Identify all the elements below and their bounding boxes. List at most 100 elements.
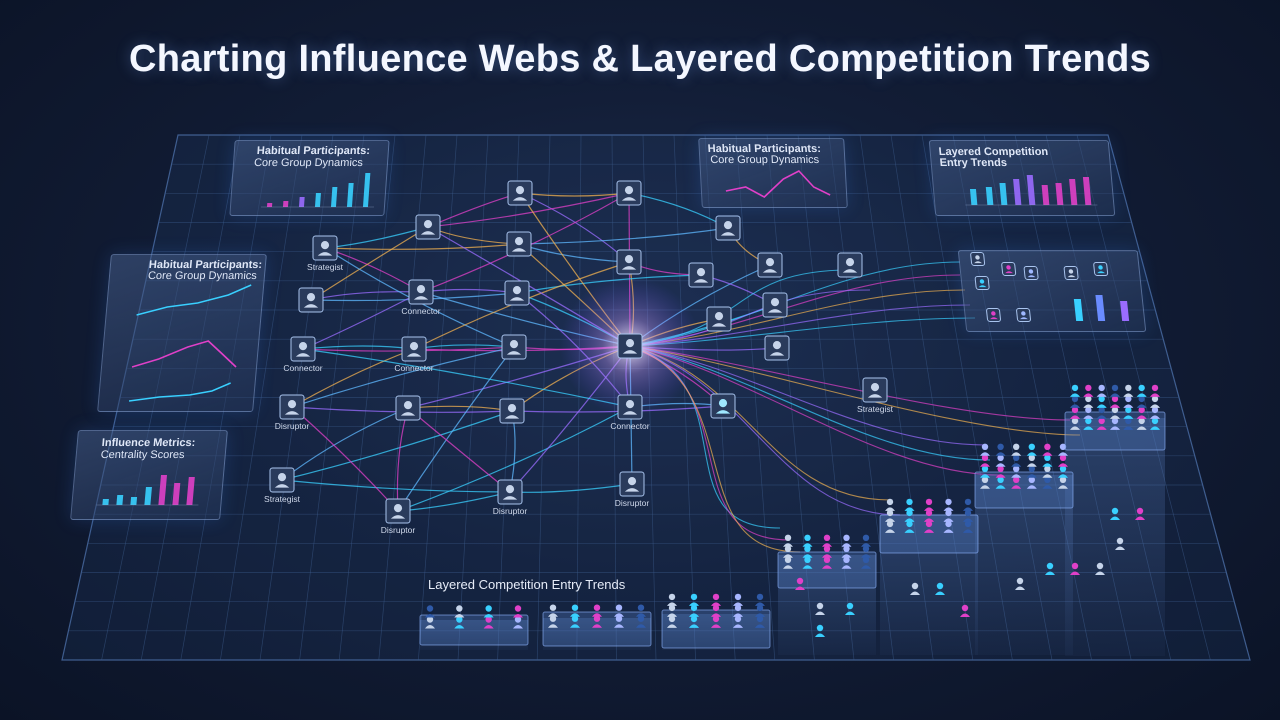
mini-bar [1082,177,1092,205]
person-body [511,248,527,252]
person-icon [290,336,316,362]
mini-bar [1013,179,1022,205]
mini-bar [116,495,124,505]
person-body [274,484,290,488]
person-body [509,297,525,301]
person-icon [617,394,643,420]
column-shaft [880,515,978,655]
mini-bar [172,483,181,505]
person-head [770,298,780,307]
person-body [1027,275,1036,278]
person-icon [1063,266,1079,280]
person-body [867,394,883,398]
panel-habitual-left: Habitual Participants: Core Group Dynami… [97,254,267,412]
person-icon [1093,262,1109,276]
person-body [767,309,783,313]
person-body [390,515,406,519]
person-body [400,412,416,416]
person-body [693,279,709,283]
person-body [502,496,518,500]
mini-bar [1120,301,1130,321]
person-icon [970,252,986,266]
person-body [842,269,858,273]
mini-bar [346,183,354,207]
person-body [284,411,300,415]
mini-bar [282,201,289,207]
person-body [762,269,778,273]
mini-line [725,170,831,198]
person-icon [269,467,295,493]
person-head [409,342,419,351]
person-head [514,237,524,246]
person-head [845,258,855,267]
mini-bar [130,497,138,505]
person-head [507,404,517,413]
person-body [720,232,736,236]
person-body [990,317,998,320]
person-icon [616,249,642,275]
mini-bar [298,197,305,207]
person-head [1068,269,1074,274]
person-body [769,352,785,356]
person-head [403,401,413,410]
person-icon [408,279,434,305]
column-shaft [662,614,770,650]
person-head [1028,269,1034,274]
person-head [625,400,635,409]
person-body [420,231,436,235]
person-head [298,342,308,351]
person-head [624,186,634,195]
person-body [1097,271,1106,274]
person-body [1067,275,1076,278]
node-label-disruptor_4: Disruptor [615,498,650,508]
node-label-connector_4: Connector [610,421,649,431]
mini-bar [102,499,109,505]
person-body [504,415,520,419]
mini-bar [1055,183,1064,205]
column-shaft [975,475,1073,655]
person-head [975,255,980,260]
mini-bar [1073,299,1084,321]
person-body [506,351,522,355]
person-icon [504,280,530,306]
panel-influence-bars [96,475,199,506]
person-icon [710,393,736,419]
mini-bar [266,203,273,207]
person-icon [974,276,990,290]
panel-habitual-left-lines [129,284,252,402]
person-head [718,399,728,408]
person-body [295,353,311,357]
person-icon [298,287,324,313]
column-shaft [420,620,528,650]
panel-habitual-top: Habitual Participants: Core Group Dynami… [229,140,390,216]
person-icon [279,394,305,420]
person-body [317,252,333,256]
person-icon [764,335,790,361]
mini-line [136,284,252,316]
mini-bar [314,193,321,207]
network-edge [281,479,511,493]
person-icon [506,231,532,257]
person-head [625,339,635,348]
person-body [413,296,429,300]
person-body [621,197,637,201]
person-icon [837,252,863,278]
person-head [423,220,433,229]
person-head [979,279,985,284]
node-label-connector_1: Connector [283,363,322,373]
person-head [509,340,519,349]
person-head [505,485,515,494]
person-icon [415,214,441,240]
page-title: Charting Influence Webs & Layered Compet… [128,38,1152,80]
person-icon [312,235,338,261]
person-icon [497,479,523,505]
node-label-connector_3: Connector [394,363,433,373]
person-body [512,197,528,201]
network-edge [281,407,409,481]
mini-line [129,382,231,402]
person-head [870,383,880,392]
node-label-disruptor_2: Disruptor [381,525,416,535]
person-icon [688,262,714,288]
mini-bar [186,477,195,505]
